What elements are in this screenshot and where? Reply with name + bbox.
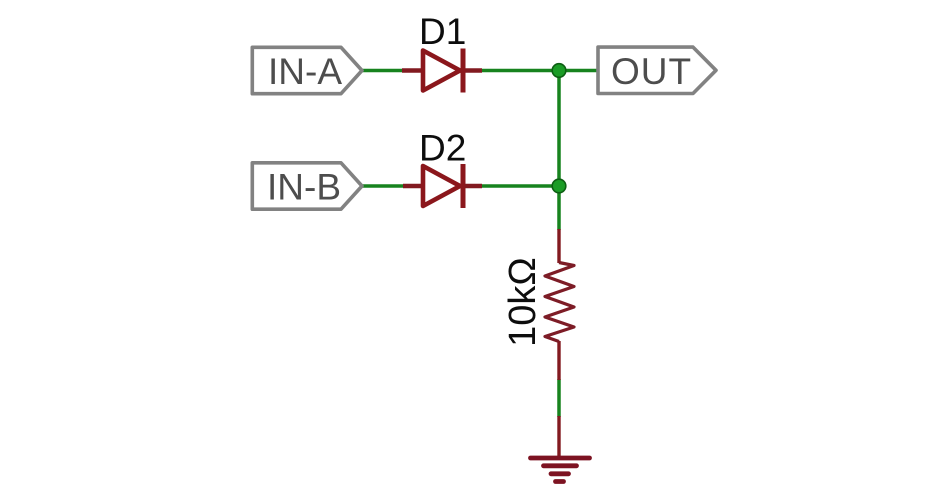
svg-text:10kΩ: 10kΩ [502, 257, 544, 347]
svg-text:D1: D1 [419, 11, 466, 52]
svg-text:D2: D2 [419, 128, 466, 169]
svg-text:OUT: OUT [611, 51, 692, 92]
svg-text:IN-B: IN-B [267, 166, 341, 207]
svg-text:IN-A: IN-A [268, 51, 342, 92]
